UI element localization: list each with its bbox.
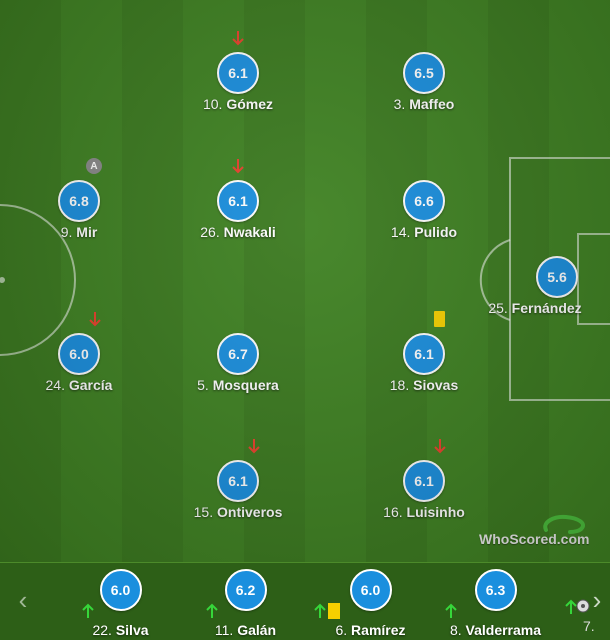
ball-icon <box>576 599 590 613</box>
player-siovas[interactable]: 6.1 18. Siovas <box>354 311 494 417</box>
player-rating: 6.3 <box>474 569 517 611</box>
player-luisinho[interactable]: 6.1 16. Luisinho <box>354 439 494 544</box>
player-rating: 6.1 <box>217 52 259 94</box>
sub-on-arrow-icon <box>82 603 94 618</box>
player-name: 26. Nwakali <box>200 224 276 240</box>
player-name: 22. Silva <box>92 622 149 638</box>
player-fernandez[interactable]: 5.6 25. Fernández <box>487 256 610 340</box>
player-name: 3. Maffeo <box>393 96 455 112</box>
yellow-card-icon <box>328 603 340 619</box>
player-rating: 6.1 <box>217 180 259 222</box>
sub-player-ramirez[interactable]: 6.0 6. Ramírez <box>308 567 433 639</box>
player-rating: 6.7 <box>217 333 259 375</box>
player-mosquera[interactable]: 6.7 5. Mosquera <box>168 333 308 417</box>
sub-off-arrow-icon <box>434 439 446 454</box>
player-name: 10. Gómez <box>202 96 274 112</box>
bench-prev-button[interactable]: ‹ <box>18 584 28 615</box>
player-rating: 6.1 <box>403 460 445 502</box>
sub-on-arrow-icon <box>565 599 577 614</box>
player-garcia[interactable]: 6.0 24. García <box>9 312 149 417</box>
sub-off-arrow-icon <box>232 159 244 174</box>
sub-on-arrow-icon <box>206 603 218 618</box>
sub-off-arrow-icon <box>232 31 244 46</box>
captain-badge-icon: A <box>86 158 102 174</box>
sub-player-valderrama[interactable]: 6.3 8. Valderrama <box>433 567 558 639</box>
player-ontiveros[interactable]: 6.1 15. Ontiveros <box>168 439 308 544</box>
player-rating: 6.5 <box>403 52 445 94</box>
bench-next-button[interactable]: › <box>592 584 602 615</box>
player-name: 9. Mir <box>60 224 98 240</box>
player-name: 6. Ramírez <box>335 622 406 638</box>
player-name: 8. Valderrama <box>449 622 542 638</box>
player-mir[interactable]: A 6.8 9. Mir <box>9 158 149 264</box>
sub-on-arrow-icon <box>445 603 457 618</box>
sub-off-arrow-icon <box>248 439 260 454</box>
player-name: 14. Pulido <box>390 224 458 240</box>
player-gomez[interactable]: 6.1 10. Gómez <box>168 31 308 136</box>
sub-on-arrow-icon <box>314 603 326 618</box>
player-rating: 6.1 <box>403 333 445 375</box>
player-name: 5. Mosquera <box>197 377 279 393</box>
player-pulido[interactable]: 6.6 14. Pulido <box>354 180 494 264</box>
whoscored-brand: WhoScored.com <box>479 531 590 547</box>
pitch-lines <box>0 157 610 401</box>
yellow-card-icon <box>434 311 445 327</box>
player-rating: 6.1 <box>217 460 259 502</box>
whoscored-logo-icon <box>543 514 585 534</box>
player-name: 24. García <box>45 377 113 393</box>
player-name: 15. Ontiveros <box>193 504 283 520</box>
sub-player-galan[interactable]: 6.2 11. Galán <box>183 567 308 639</box>
player-maffeo[interactable]: 6.5 3. Maffeo <box>354 52 494 136</box>
player-name: 18. Siovas <box>389 377 459 393</box>
player-rating: 6.2 <box>224 569 267 611</box>
player-nwakali[interactable]: 6.1 26. Nwakali <box>168 159 308 264</box>
player-name: 16. Luisinho <box>383 504 465 520</box>
sub-player-silva[interactable]: 6.0 22. Silva <box>58 567 183 639</box>
pitch: 6.1 10. Gómez 6.5 3. Maffeo A 6.8 9. Mir… <box>0 0 610 562</box>
player-rating: 6.8 <box>58 180 100 222</box>
player-rating: 5.6 <box>536 256 578 298</box>
player-rating: 6.0 <box>349 569 392 611</box>
player-rating: 6.6 <box>403 180 445 222</box>
player-name: 25. Fernández <box>488 300 582 316</box>
player-rating: 6.0 <box>99 569 142 611</box>
partial-sub-number: 7. <box>583 618 595 634</box>
substitutes-bar: ‹ 6.0 22. Silva 6.2 11. Galán 6.0 6. Ram… <box>0 562 610 640</box>
sub-off-arrow-icon <box>89 312 101 327</box>
player-name: 11. Galán <box>214 622 277 638</box>
player-rating: 6.0 <box>58 333 100 375</box>
